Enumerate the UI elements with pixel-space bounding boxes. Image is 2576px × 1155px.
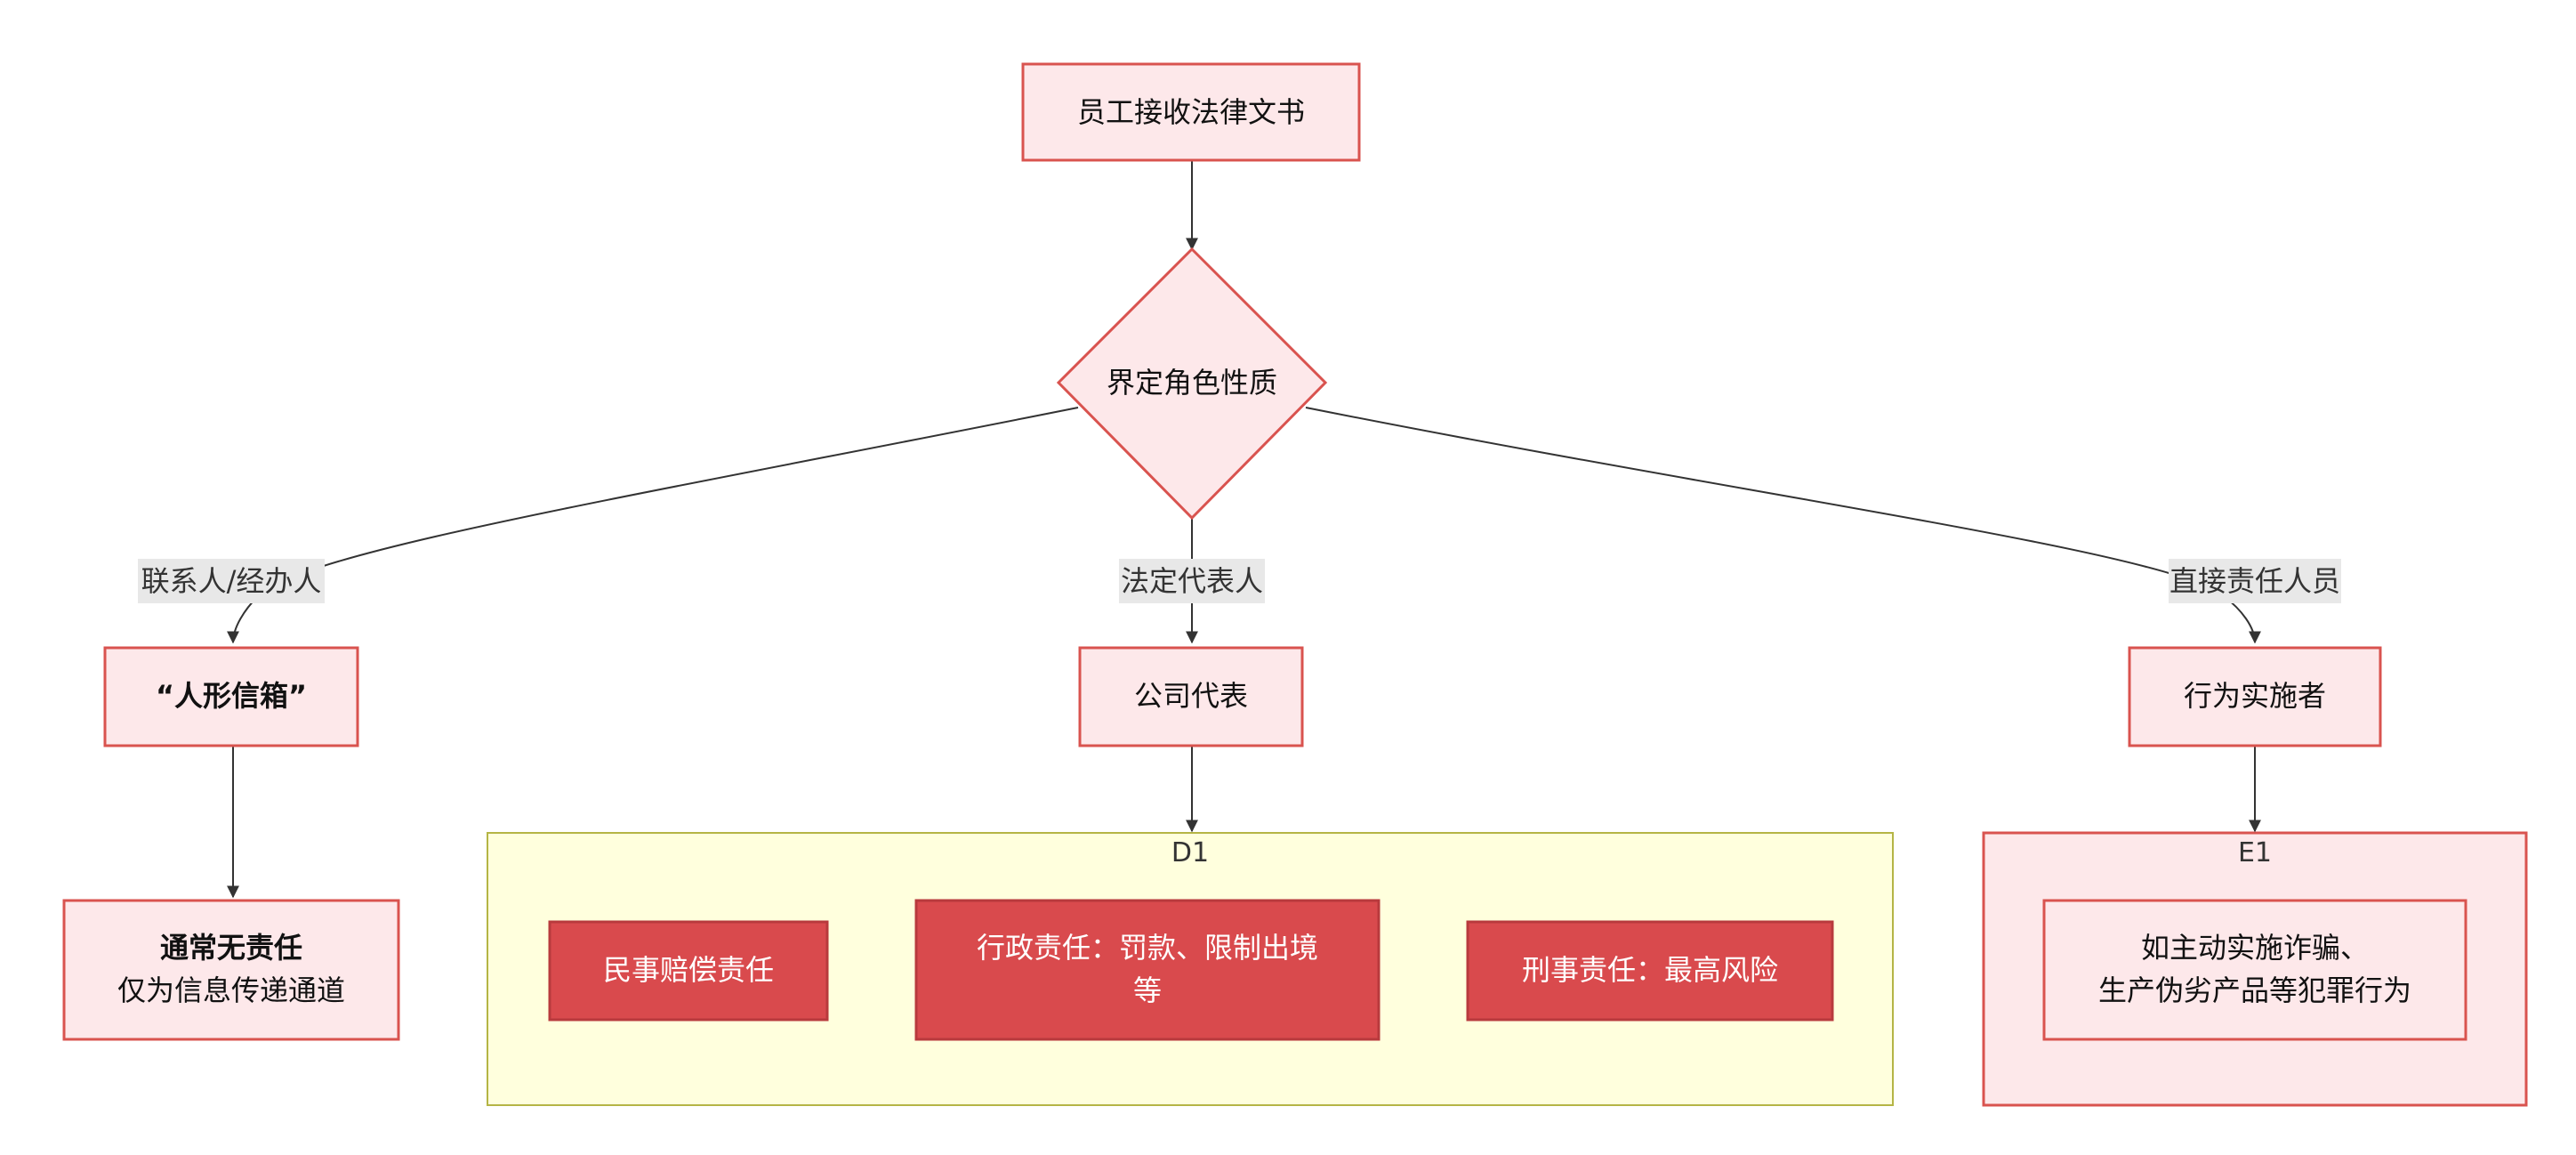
svg-text:如主动实施诈骗、: 如主动实施诈骗、 — [2141, 931, 2369, 965]
node-start: 员工接收法律文书 — [1021, 62, 1361, 162]
cluster-e1-title: E1 — [2238, 837, 2272, 868]
svg-text:民事赔偿责任: 民事赔偿责任 — [603, 953, 774, 987]
node-criminal: 刑事责任：最高风险 — [1466, 920, 1834, 1022]
node-no-liability: 通常无责任 仅为信息传递通道 — [62, 899, 400, 1041]
svg-text:界定角色性质: 界定角色性质 — [1107, 366, 1277, 400]
node-admin: 行政责任：罚款、限制出境 等 — [914, 899, 1381, 1041]
cluster-d1-title: D1 — [1171, 837, 1209, 868]
node-decision: 界定角色性质 — [1056, 246, 1328, 521]
edge-decision-contact — [227, 407, 1079, 644]
edge-label-legal-rep: 法定代表人 — [1119, 559, 1265, 603]
svg-text:生产伪劣产品等犯罪行为: 生产伪劣产品等犯罪行为 — [2098, 973, 2411, 1007]
svg-text:直接责任人员: 直接责任人员 — [2169, 564, 2340, 598]
svg-text:仅为信息传递通道: 仅为信息传递通道 — [117, 973, 345, 1007]
node-civil: 民事赔偿责任 — [548, 920, 829, 1022]
edge-decision-direct — [1305, 407, 2261, 644]
svg-text:公司代表: 公司代表 — [1134, 679, 1248, 713]
node-mailbox: “人形信箱” — [103, 646, 359, 747]
svg-text:法定代表人: 法定代表人 — [1121, 564, 1263, 598]
svg-text:“人形信箱”: “人形信箱” — [156, 679, 307, 713]
svg-text:等: 等 — [1133, 973, 1162, 1007]
edge-label-contact: 联系人/经办人 — [138, 559, 325, 603]
node-e1-criminal-acts: 如主动实施诈骗、 生产伪劣产品等犯罪行为 — [2042, 899, 2467, 1041]
node-actor: 行为实施者 — [2128, 646, 2382, 747]
svg-text:通常无责任: 通常无责任 — [160, 931, 302, 965]
svg-text:联系人/经办人: 联系人/经办人 — [141, 564, 322, 598]
edge-label-direct: 直接责任人员 — [2169, 559, 2341, 603]
svg-text:行政责任：罚款、限制出境: 行政责任：罚款、限制出境 — [977, 931, 1318, 965]
svg-text:刑事责任：最高风险: 刑事责任：最高风险 — [1522, 953, 1778, 987]
edges — [227, 160, 2261, 899]
svg-text:员工接收法律文书: 员工接收法律文书 — [1077, 95, 1305, 129]
svg-text:行为实施者: 行为实施者 — [2184, 679, 2326, 713]
node-company-rep: 公司代表 — [1078, 646, 1304, 747]
